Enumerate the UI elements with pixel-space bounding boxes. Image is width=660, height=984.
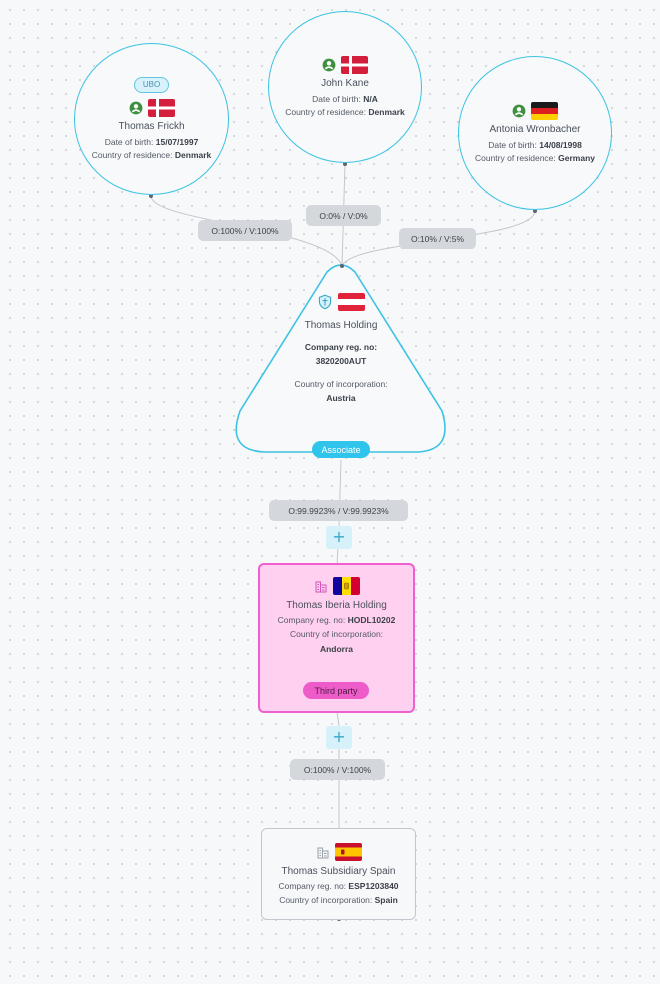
company-reg: Company reg. no: HODL10202 (277, 615, 396, 625)
ownership-label-kane: O:0% / V:0% (306, 205, 381, 226)
add-node-button[interactable]: + (326, 726, 352, 749)
date-of-birth: Date of birth: 14/08/1998 (488, 139, 582, 150)
country-of-incorporation-value: Andorra (319, 644, 354, 654)
connector-dot (343, 162, 347, 166)
company-reg-value: 3820200AUT (315, 356, 367, 366)
ownership-label-holding-iberia: O:99.9923% / V:99.9923% (269, 500, 408, 521)
country-of-incorporation-value: Austria (326, 393, 356, 403)
company-reg-label: Company reg. no: (304, 342, 378, 352)
connector-dot (340, 264, 344, 268)
connector-dot (149, 194, 153, 198)
date-of-birth: Date of birth: 15/07/1997 (104, 136, 199, 147)
person-icon (512, 104, 526, 117)
company-name: Thomas Subsidiary Spain (281, 866, 396, 877)
person-name: Thomas Frickh (118, 120, 185, 132)
person-node-thomas-frickh[interactable]: UBO Thomas Frickh Date of birth: 15/07/1… (74, 43, 229, 195)
person-node-john-kane[interactable]: John Kane Date of birth: N/A Country of … (268, 11, 422, 163)
add-node-button[interactable]: + (326, 526, 352, 549)
person-name: John Kane (321, 77, 369, 89)
country-of-residence: Country of residence: Germany (474, 152, 596, 163)
company-reg: Company reg. no: ESP1203840 (278, 881, 399, 891)
person-node-antonia-wronbacher[interactable]: Antonia Wronbacher Date of birth: 14/08/… (458, 56, 612, 210)
third-party-badge: Third party (303, 682, 369, 699)
denmark-flag-icon (147, 98, 175, 117)
associate-badge: Associate (312, 441, 370, 458)
ownership-label-frickh: O:100% / V:100% (198, 220, 292, 241)
germany-flag-icon (531, 101, 558, 120)
country-of-incorporation-label: Country of incorporation: (289, 629, 384, 639)
company-name: Thomas Holding (304, 320, 378, 331)
country-of-residence: Country of residence: Denmark (285, 106, 405, 117)
person-icon (322, 58, 336, 71)
person-icon (129, 101, 142, 114)
austria-flag-icon (338, 293, 365, 311)
company-node-thomas-subsidiary-spain[interactable]: Thomas Subsidiary Spain Company reg. no:… (261, 828, 416, 920)
person-name: Antonia Wronbacher (489, 123, 581, 135)
connector-dot (533, 209, 537, 213)
shield-icon (318, 294, 332, 310)
ownership-label-iberia-subsidiary: O:100% / V:100% (290, 759, 385, 780)
company-name: Thomas Iberia Holding (286, 600, 387, 611)
building-icon (317, 847, 328, 859)
denmark-flag-icon (341, 55, 368, 74)
country-of-incorporation: Country of incorporation: Spain (279, 895, 398, 905)
date-of-birth: Date of birth: N/A (312, 93, 378, 104)
andorra-flag-icon (332, 577, 360, 595)
building-icon (315, 581, 326, 593)
ubo-badge: UBO (133, 76, 170, 93)
company-node-thomas-holding[interactable]: Thomas Holding Company reg. no: 3820200A… (250, 293, 432, 405)
ownership-label-wronbacher: O:10% / V:5% (399, 228, 476, 249)
spain-flag-icon (334, 843, 362, 861)
country-of-residence: Country of residence: Denmark (91, 149, 212, 160)
country-of-incorporation-label: Country of incorporation: (294, 379, 388, 389)
